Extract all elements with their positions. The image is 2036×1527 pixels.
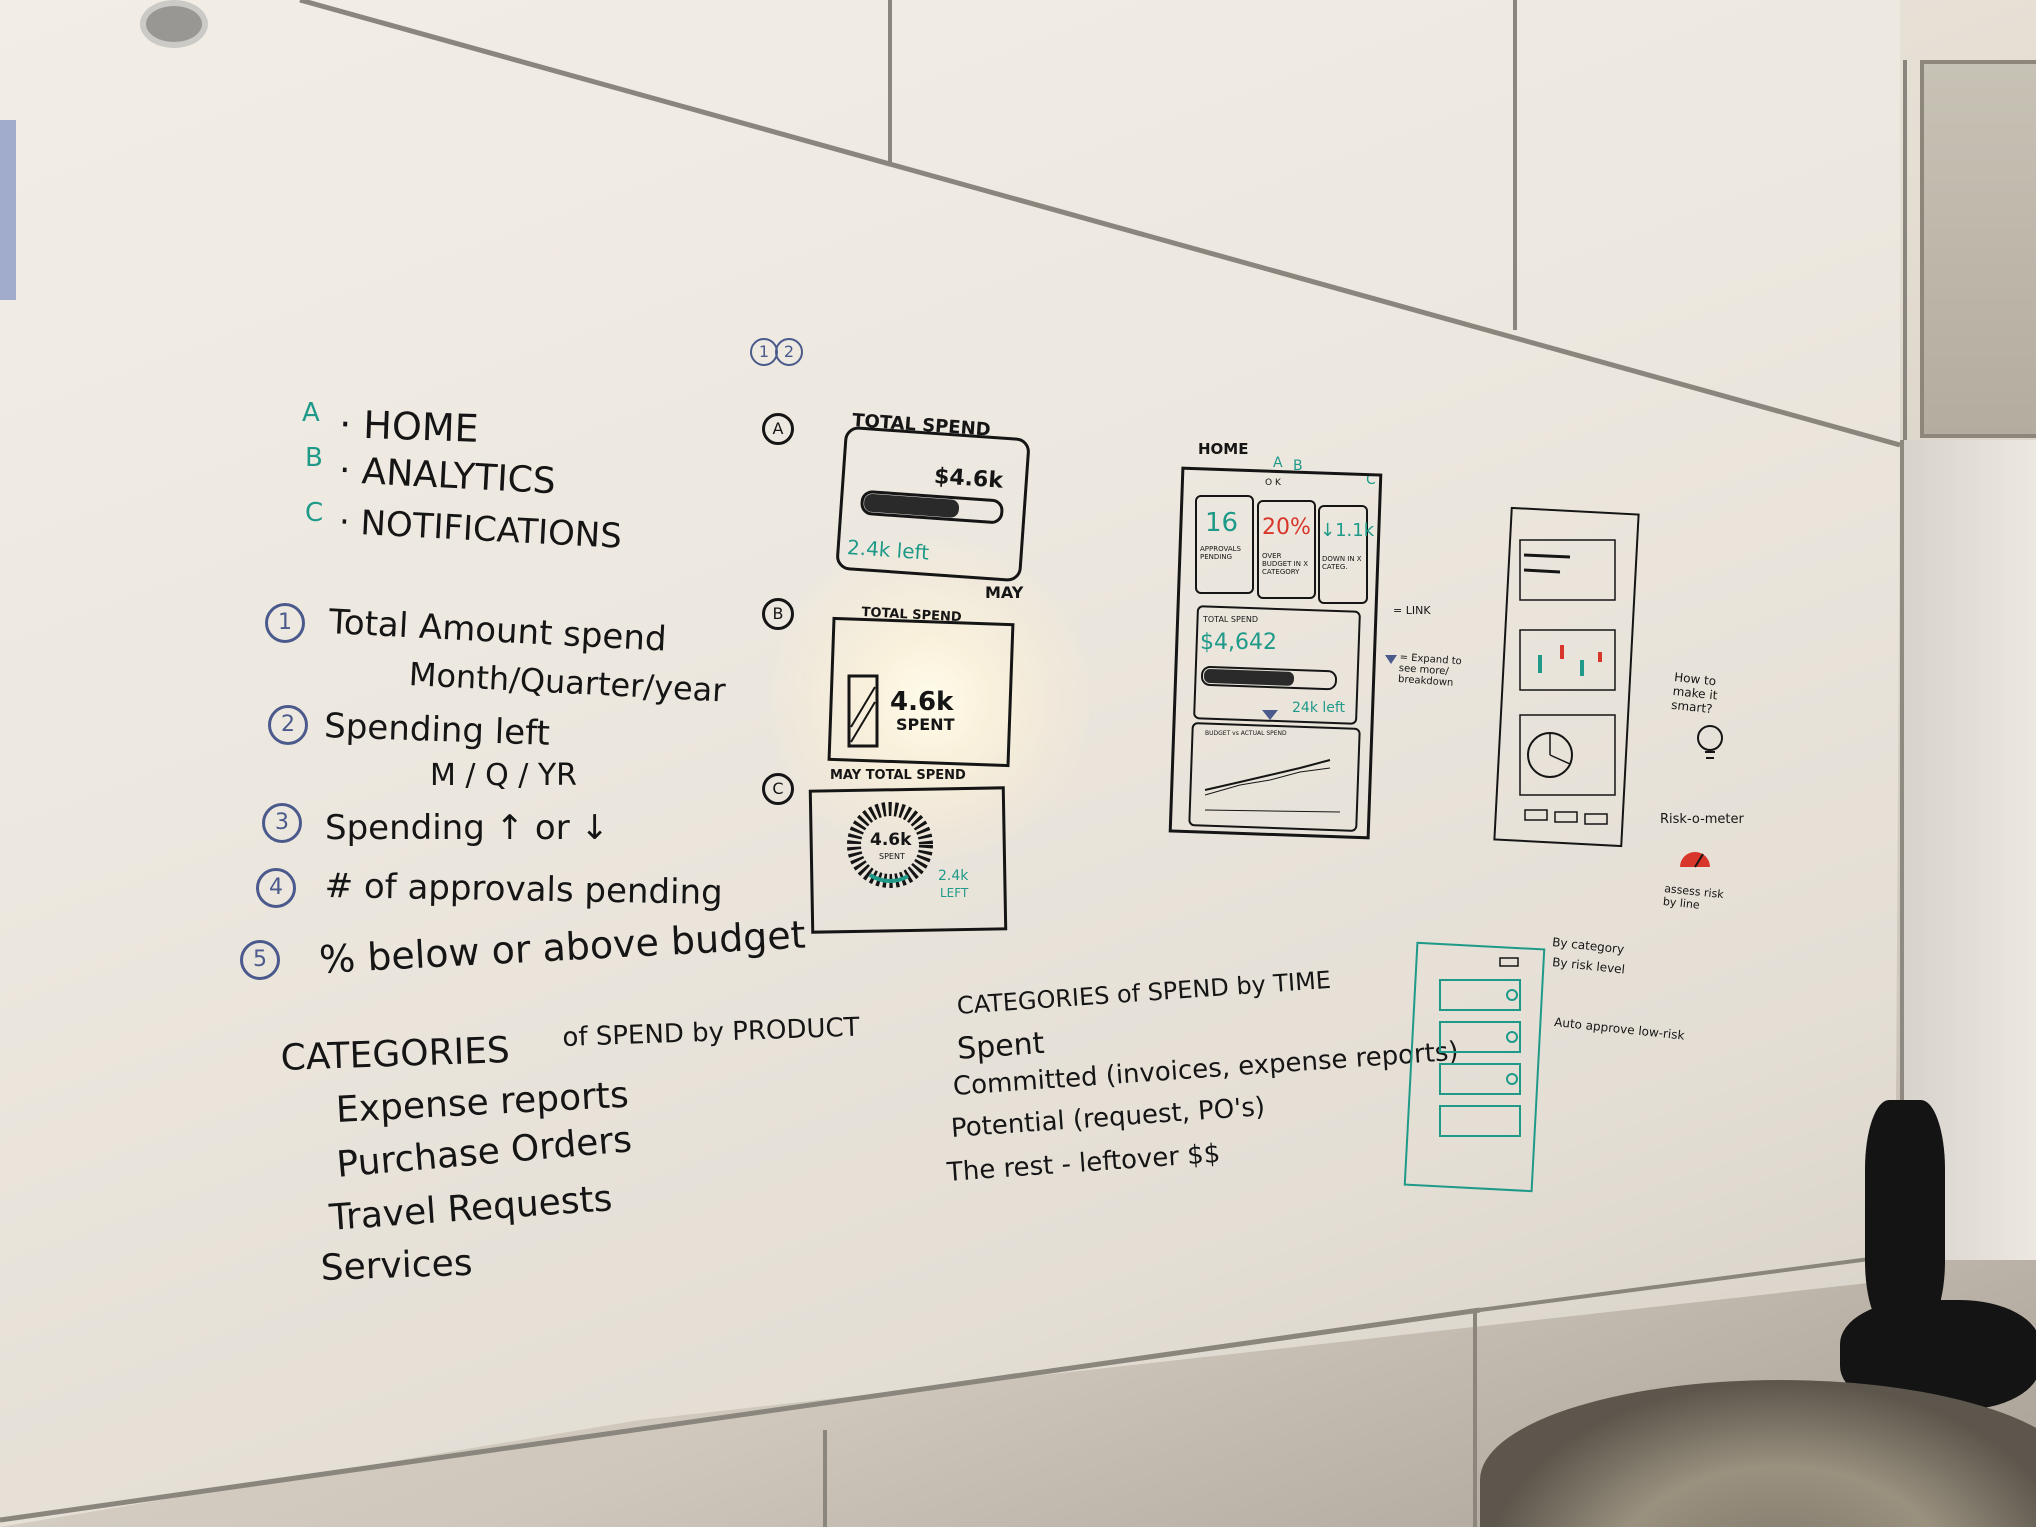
home-progress-bar <box>1201 665 1337 691</box>
option-b-marker: B <box>762 598 794 630</box>
expand-triangle-icon <box>1262 710 1278 720</box>
home-tab-b: B <box>1293 458 1303 474</box>
nav-letter-a: A <box>302 398 320 428</box>
req-number-2: 2 <box>268 705 308 745</box>
option-c-left-sub: LEFT <box>940 886 969 900</box>
notifications-wireframe-content <box>1439 957 1521 1137</box>
req-number-4: 4 <box>256 868 296 908</box>
sketch-number-1: 1 <box>750 338 778 366</box>
home-card-down <box>1318 505 1368 604</box>
categories-product-heading: CATEGORIES <box>280 1030 511 1079</box>
option-c-center-sub: SPENT <box>879 852 905 861</box>
product-item-services: Services <box>320 1242 474 1289</box>
option-b-value: 4.6k <box>890 687 954 717</box>
option-a-marker: A <box>762 413 794 445</box>
home-tab-a: A <box>1273 455 1283 471</box>
home-card1-label: APPROVALS PENDING <box>1200 545 1241 561</box>
option-a-month: MAY <box>985 583 1024 602</box>
note-smart: How to make it smart? <box>1670 670 1719 717</box>
option-c-marker: C <box>762 773 794 805</box>
home-card1-value: 16 <box>1205 508 1239 538</box>
option-c-center: 4.6k <box>870 830 912 850</box>
option-c-title: MAY TOTAL SPEND <box>830 768 966 783</box>
nav-label-home: HOME <box>362 402 480 451</box>
home-top-logo: O K <box>1265 478 1281 488</box>
req-number-3: 3 <box>262 803 302 843</box>
home-card2-label: OVER BUDGET IN X CATEGORY <box>1262 552 1308 576</box>
home-total-label: TOTAL SPEND <box>1203 615 1259 624</box>
home-chart-label: BUDGET vs ACTUAL SPEND <box>1205 730 1287 737</box>
home-tab-c: C <box>1366 472 1376 488</box>
option-c-donut <box>847 802 933 888</box>
option-b-bar <box>847 674 879 748</box>
home-wireframe-label: HOME <box>1198 440 1249 458</box>
home-card-approvals <box>1195 495 1254 594</box>
risk-meter-icon <box>1680 852 1710 868</box>
option-c-left: 2.4k <box>938 868 969 884</box>
legend-link: = LINK <box>1393 604 1431 617</box>
sketch-number-2: 2 <box>775 338 803 366</box>
analytics-wireframe-content <box>1519 539 1616 825</box>
home-left-value: 24k left <box>1292 700 1346 716</box>
req-number-5: 5 <box>240 940 280 980</box>
time-item-spent: Spent <box>956 1025 1046 1067</box>
home-card3-value: ↓1.1k <box>1320 520 1375 541</box>
lightbulb-icon <box>1697 725 1723 759</box>
req-2-line-1: Spending left <box>323 706 551 754</box>
legend-expand: = Expand to see more/ breakdown <box>1397 652 1463 689</box>
req-3-line-1: Spending ↑ or ↓ <box>325 808 609 848</box>
home-line-chart <box>1204 759 1341 813</box>
req-2-line-2: M / Q / YR <box>430 758 578 793</box>
home-card2-value: 20% <box>1262 515 1311 540</box>
home-total-value: $4,642 <box>1200 630 1277 655</box>
nav-item-home: · HOME <box>338 402 480 451</box>
home-card3-label: DOWN IN X CATEG. <box>1322 555 1362 571</box>
window-frame <box>1920 60 2036 438</box>
legend-expand-icon <box>1385 655 1397 664</box>
option-b-sub: SPENT <box>896 715 955 734</box>
req-4-line-1: # of approvals pending <box>324 866 723 913</box>
nav-letter-b: B <box>305 443 323 473</box>
note-risk: Risk-o-meter <box>1660 812 1744 827</box>
option-a-progress-bar <box>860 490 1004 524</box>
light-reflection <box>770 540 1090 860</box>
dark-object <box>1865 1100 1945 1330</box>
req-number-1: 1 <box>265 603 305 643</box>
home-card-budget <box>1257 500 1316 599</box>
nav-letter-c: C <box>305 498 324 528</box>
